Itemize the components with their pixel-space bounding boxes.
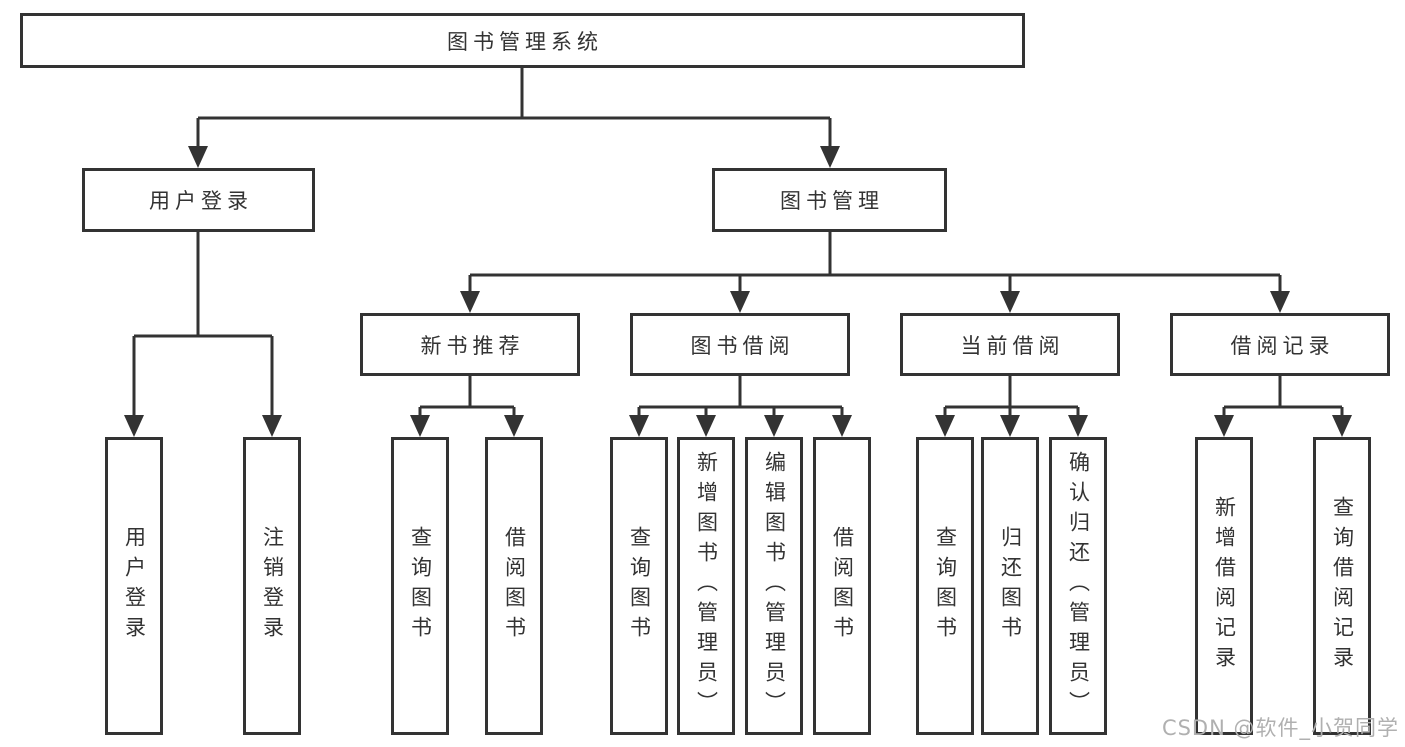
node-leaf-query-books-current: 查询图书 [916,437,974,735]
node-label: 新书推荐 [420,333,525,358]
node-leaf-add-books-admin: 新增图书（管理员） [677,437,735,735]
node-label: 查询图书 [408,526,433,646]
node-book-borrowing: 图书借阅 [630,313,850,376]
node-label: 图书借阅 [690,333,795,358]
node-leaf-query-books-recommend: 查询图书 [391,437,449,735]
node-current-borrowing: 当前借阅 [900,313,1120,376]
node-leaf-borrow-books-recommend: 借阅图书 [485,437,543,735]
connector-stems [132,66,1344,417]
node-book-management: 图书管理 [712,168,947,232]
node-leaf-add-borrow-record: 新增借阅记录 [1195,437,1253,735]
node-label: 确认归还（管理员） [1066,451,1091,721]
node-label: 编辑图书（管理员） [762,451,787,721]
node-leaf-query-borrow-record: 查询借阅记录 [1313,437,1371,735]
node-leaf-confirm-return-admin: 确认归还（管理员） [1049,437,1107,735]
node-label: 借阅图书 [830,526,855,646]
csdn-watermark: CSDN @软件_小贺同学 [1161,716,1399,740]
node-label: 图书管理系统 [447,29,603,54]
node-label: 借阅图书 [502,526,527,646]
node-label: 图书管理 [780,189,884,213]
node-label: 查询借阅记录 [1330,496,1355,676]
node-leaf-user-login: 用户登录 [105,437,163,735]
node-new-book-recommendation: 新书推荐 [360,313,580,376]
node-label: 注销登录 [260,526,285,646]
arrowhead-icons [124,146,1352,437]
node-borrowing-records: 借阅记录 [1170,313,1390,376]
node-label: 新增图书（管理员） [694,451,719,721]
node-label: 查询图书 [627,526,652,646]
node-label: 当前借阅 [960,333,1065,358]
node-label: 用户登录 [149,189,253,213]
node-leaf-query-books-borrowing: 查询图书 [610,437,668,735]
node-user-login: 用户登录 [82,168,315,232]
node-label: 用户登录 [122,526,147,646]
node-label: 查询图书 [933,526,958,646]
node-label: 借阅记录 [1230,333,1335,358]
node-leaf-borrow-books: 借阅图书 [813,437,871,735]
node-leaf-return-books: 归还图书 [981,437,1039,735]
node-label: 归还图书 [998,526,1023,646]
node-library-management-system: 图书管理系统 [20,13,1025,68]
node-leaf-edit-books-admin: 编辑图书（管理员） [745,437,803,735]
node-leaf-logout: 注销登录 [243,437,301,735]
node-label: 新增借阅记录 [1212,496,1237,676]
